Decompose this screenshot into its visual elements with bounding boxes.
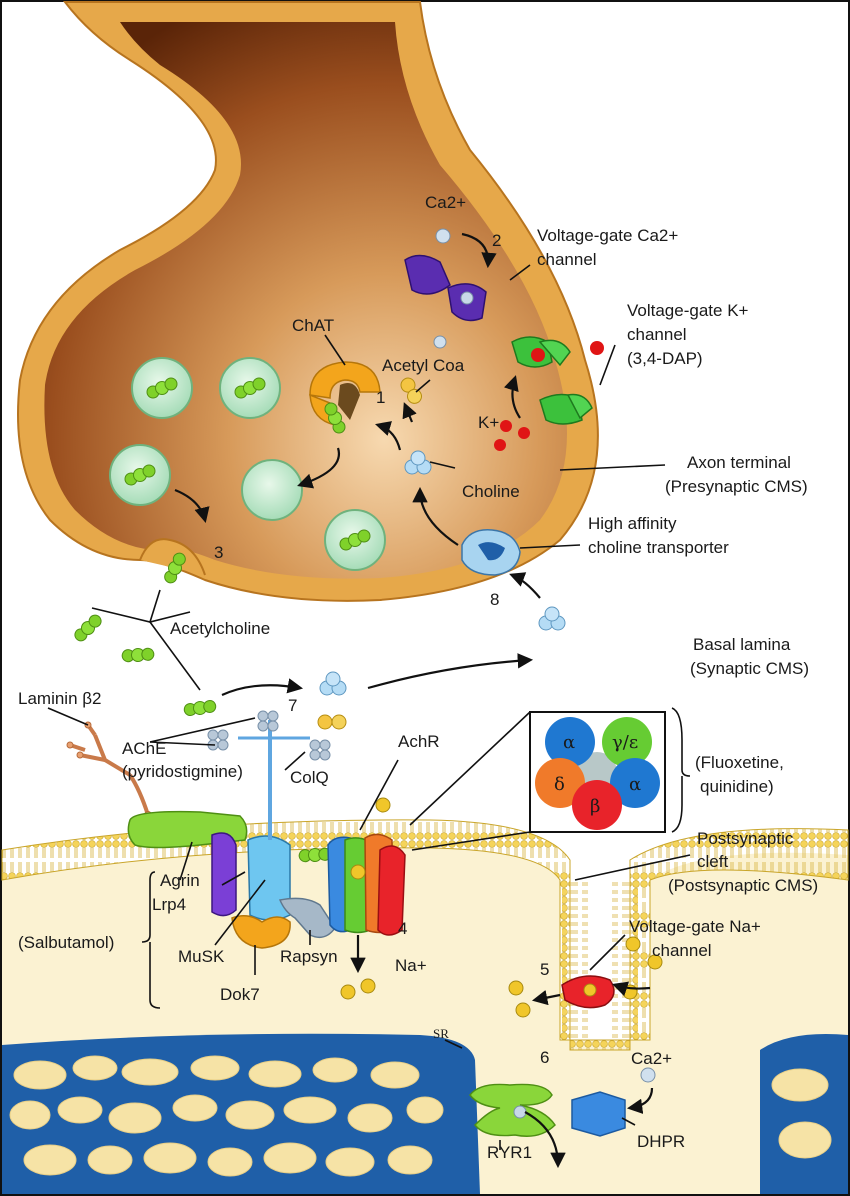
lrp4-label: Lrp4 xyxy=(152,895,186,914)
ca-ion xyxy=(640,1067,656,1083)
step-5-label: 5 xyxy=(540,960,549,979)
dok7-protein xyxy=(231,915,291,949)
voltage-gated-k-channel xyxy=(511,336,593,425)
subunit-beta xyxy=(572,780,622,830)
vg-k-channel-label-3: (3,4-DAP) xyxy=(627,349,703,368)
fluoxetine-label-2: quinidine) xyxy=(700,777,774,796)
ache-label-2: (pyridostigmine) xyxy=(122,762,243,781)
acetate-molecule xyxy=(317,714,347,730)
agrin-label: Agrin xyxy=(160,871,200,890)
vg-ca-channel-label-1: Voltage-gate Ca2+ xyxy=(537,226,678,245)
subunit-alpha-1 xyxy=(545,717,595,767)
labels: Ca2+ 2 Voltage-gate Ca2+ channel Voltage… xyxy=(18,193,818,1162)
colq-ache xyxy=(207,710,331,840)
subunit-delta xyxy=(535,758,585,808)
step-6-label: 6 xyxy=(540,1048,549,1067)
step-4-label: 4 xyxy=(398,919,407,938)
k-ion-label: K+ xyxy=(478,413,499,432)
acetyl-coa-label: Acetyl Coa xyxy=(382,356,465,375)
ache-label-1: AChE xyxy=(122,739,166,758)
subunit-gamma-label: γ/ε xyxy=(612,732,638,753)
ca-ion-label: Ca2+ xyxy=(425,193,466,212)
axon-terminal-label-1: Axon terminal xyxy=(687,453,791,472)
acetylcholine-label: Acetylcholine xyxy=(170,619,270,638)
vg-k-channel-label-1: Voltage-gate K+ xyxy=(627,301,749,320)
step-1-label: 1 xyxy=(376,388,385,407)
vg-ca-channel-label-2: channel xyxy=(537,250,597,269)
colq-label: ColQ xyxy=(290,768,329,787)
choline-transporter-label-2: choline transporter xyxy=(588,538,729,557)
ca-ion-label-2: Ca2+ xyxy=(631,1049,672,1068)
na-ion-label: Na+ xyxy=(395,956,427,975)
basal-lamina-label-1: Basal lamina xyxy=(693,635,791,654)
salbutamol-label: (Salbutamol) xyxy=(18,933,114,952)
vg-na-channel-label-1: Voltage-gate Na+ xyxy=(629,917,761,936)
sr-label: SR xyxy=(433,1026,449,1041)
k-ions xyxy=(494,341,604,451)
postsynaptic-cleft-label-2: cleft xyxy=(697,852,728,871)
lrp4-protein xyxy=(211,832,237,917)
postsynaptic-cleft-label-3: (Postsynaptic CMS) xyxy=(668,876,818,895)
chat-label: ChAT xyxy=(292,316,334,335)
achr-subunit-inset xyxy=(529,711,666,833)
choline-label: Choline xyxy=(462,482,520,501)
subunit-gamma-epsilon xyxy=(602,717,652,767)
vg-na-channel-label-2: channel xyxy=(652,941,712,960)
step-7-label: 7 xyxy=(288,696,297,715)
axon-terminal-label-2: (Presynaptic CMS) xyxy=(665,477,808,496)
voltage-gated-ca-channel xyxy=(404,254,487,322)
dhpr-channel xyxy=(571,1091,626,1137)
choline-transporter-label-1: High affinity xyxy=(588,514,677,533)
leader-lines xyxy=(47,264,691,1150)
ryr1-label: RYR1 xyxy=(487,1143,532,1162)
rapsyn-protein xyxy=(278,897,336,939)
fluoxetine-label-1: (Fluoxetine, xyxy=(695,753,784,772)
subunit-alpha-1-label: α xyxy=(563,732,575,753)
voltage-gated-na-channel xyxy=(561,975,615,1009)
dhpr-label: DHPR xyxy=(637,1132,685,1151)
acetyl-coa-molecule xyxy=(400,377,422,404)
laminin-label: Laminin β2 xyxy=(18,689,102,708)
ryr1-channel xyxy=(469,1083,556,1137)
step-3-label: 3 xyxy=(214,543,223,562)
subunit-alpha-2-label: α xyxy=(629,774,641,795)
musk-label: MuSK xyxy=(178,947,225,966)
achr-label: AchR xyxy=(398,732,440,751)
choline-transporter xyxy=(461,529,521,576)
ca-ion xyxy=(433,335,447,349)
sarcoplasmic-reticulum xyxy=(2,1033,848,1194)
postsynaptic-cleft-label-1: Postsynaptic xyxy=(697,829,794,848)
ca-ion xyxy=(435,228,451,244)
rapsyn-label: Rapsyn xyxy=(280,947,338,966)
achr-receptor xyxy=(327,833,406,936)
subunit-beta-label: β xyxy=(590,796,600,817)
axon-terminal xyxy=(17,1,599,602)
step-8-label: 8 xyxy=(490,590,499,609)
subunit-delta-label: δ xyxy=(554,774,565,795)
subunit-alpha-2 xyxy=(610,758,660,808)
basal-lamina-label-2: (Synaptic CMS) xyxy=(690,659,809,678)
chat-enzyme xyxy=(309,361,381,434)
synaptic-vesicles xyxy=(109,357,386,586)
dok7-label: Dok7 xyxy=(220,985,260,1004)
step-2-label: 2 xyxy=(492,231,501,250)
process-arrows xyxy=(174,232,654,1169)
vg-k-channel-label-2: channel xyxy=(627,325,687,344)
